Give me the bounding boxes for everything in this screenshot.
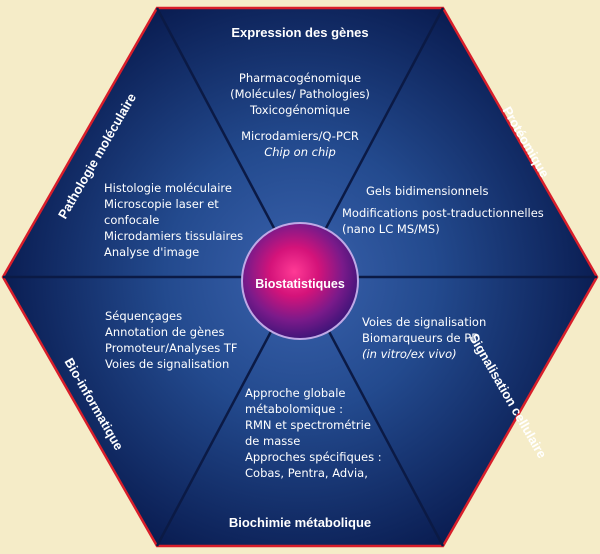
text-line: Modifications post-traductionnelles	[342, 206, 544, 220]
text-line: Pharmacogénomique	[238, 71, 362, 85]
title-expression: Expression des gènes	[231, 25, 369, 40]
text-line: Biomarqueurs de PD	[362, 331, 481, 345]
text-line: Microscopie laser et	[104, 197, 219, 211]
text-line: Approche globale	[245, 386, 346, 400]
text-line: RMN et spectrométrie	[245, 418, 371, 432]
text-line: métabolomique :	[245, 402, 343, 416]
section-pathologie: Histologie moléculaire Microscopie laser…	[104, 180, 243, 260]
text-line: Séquençages	[105, 309, 183, 323]
spacer	[230, 118, 370, 128]
text-line: confocale	[104, 213, 160, 227]
text-line: Promoteur/Analyses TF	[105, 341, 238, 355]
text-line: Analyse d'image	[104, 245, 200, 259]
text-line: Histologie moléculaire	[104, 181, 232, 195]
text-line: Chip on chip	[264, 145, 336, 159]
section-bioinfo: Séquençages Annotation de gènes Promoteu…	[105, 308, 238, 372]
center-hub	[241, 222, 359, 340]
text-line: de masse	[245, 434, 301, 448]
section-expression: Pharmacogénomique (Molécules/ Pathologie…	[230, 70, 370, 160]
text-line: Microdamiers tissulaires	[104, 229, 244, 243]
text-line: Gels bidimensionnels	[366, 184, 489, 198]
text-line: Toxicogénomique	[250, 103, 350, 117]
section-signalisation: Voies de signalisation Biomarqueurs de P…	[362, 314, 486, 362]
text-line: Microdamiers/Q-PCR	[241, 129, 359, 143]
text-line: Cobas, Pentra, Advia,	[245, 466, 368, 480]
text-line: Voies de signalisation	[362, 315, 487, 329]
title-biochimie: Biochimie métabolique	[228, 515, 372, 530]
text-line: (in vitro/ex vivo)	[362, 347, 457, 361]
text-line: (nano LC MS/MS)	[342, 222, 440, 236]
text-line: (Molécules/ Pathologies)	[230, 87, 370, 101]
section-proteomique: Gels bidimensionnels Modifications post-…	[342, 183, 544, 237]
text-line: Voies de signalisation	[105, 357, 230, 371]
text-line: Annotation de gènes	[105, 325, 225, 339]
center-label: Biostatistiques	[255, 277, 345, 291]
text-line: Approches spécifiques :	[245, 450, 382, 464]
section-biochimie: Approche globale métabolomique : RMN et …	[245, 385, 382, 481]
